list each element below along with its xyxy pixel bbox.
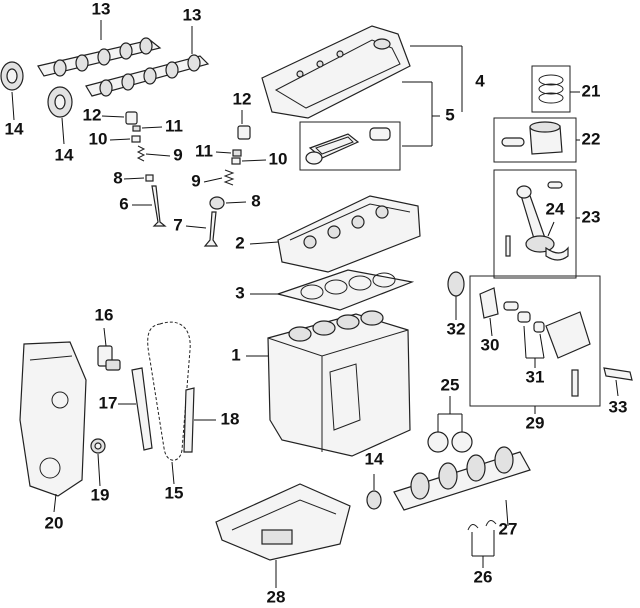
- callout-8-left: 8: [113, 168, 122, 187]
- callout-4: 4: [475, 71, 485, 90]
- crank-sprocket: [366, 490, 382, 510]
- callout-29: 29: [526, 413, 545, 432]
- valvetrain-left: [125, 111, 167, 227]
- oil-pump-group: [469, 275, 601, 407]
- connecting-rod-assembly: [493, 169, 577, 279]
- callout-3: 3: [235, 283, 244, 302]
- callout-26: 26: [474, 567, 493, 586]
- callout-15: 15: [165, 483, 184, 502]
- valve-cover: [261, 25, 411, 119]
- timing-cover: [19, 341, 87, 497]
- callout-12-right: 12: [233, 89, 252, 108]
- callout-11-left: 11: [165, 116, 183, 135]
- callout-33: 33: [609, 397, 628, 416]
- callout-31: 31: [526, 367, 545, 386]
- main-bearings: [427, 431, 473, 453]
- callout-6: 6: [119, 194, 128, 213]
- callout-23: 23: [582, 207, 601, 226]
- callout-7: 7: [173, 215, 182, 234]
- cylinder-head: [277, 195, 421, 273]
- callout-17: 17: [99, 393, 118, 412]
- camshaft-intake: [37, 37, 162, 77]
- callout-16: 16: [95, 305, 114, 324]
- front-seal: [90, 438, 106, 454]
- thrust-bearings: [467, 520, 497, 531]
- callout-21: 21: [582, 81, 601, 100]
- callout-10-left: 10: [89, 129, 108, 148]
- callout-18: 18: [221, 409, 240, 428]
- valve-cover-gaskets: [299, 121, 401, 171]
- leader-lines: [11, 20, 619, 588]
- callout-13-exhaust: 13: [183, 5, 202, 24]
- engine-block: [267, 310, 411, 457]
- callout-14-right: 14: [55, 145, 74, 164]
- chain-guide-left: [131, 367, 153, 451]
- callout-25: 25: [441, 375, 460, 394]
- piston-assembly: [493, 117, 577, 163]
- callout-9-left: 9: [173, 145, 182, 164]
- oil-pan: [215, 483, 351, 561]
- crankshaft: [393, 446, 531, 511]
- callout-32: 32: [447, 319, 466, 338]
- callout-9-right: 9: [191, 171, 200, 190]
- timing-chain: [147, 321, 191, 461]
- callout-24: 24: [546, 199, 565, 218]
- oil-dipstick-tube: [603, 367, 633, 381]
- callout-22: 22: [582, 129, 601, 148]
- callout-8-right: 8: [251, 191, 260, 210]
- callout-14-left: 14: [5, 119, 24, 138]
- cam-sprocket-left: [0, 61, 24, 91]
- piston-rings: [531, 65, 571, 113]
- callout-14-crank: 14: [365, 449, 384, 468]
- callout-19: 19: [91, 485, 110, 504]
- callout-30: 30: [481, 335, 500, 354]
- callout-28: 28: [267, 587, 286, 606]
- callout-1: 1: [231, 345, 240, 364]
- callout-10-right: 10: [269, 149, 288, 168]
- valvetrain-right: [203, 125, 251, 247]
- callout-13-intake: 13: [92, 0, 111, 18]
- callout-labels: 13 13 14 14 14 12 12 11 11 10 10 9 9 8 8…: [5, 0, 628, 606]
- callout-11-right: 11: [195, 141, 213, 160]
- head-gasket: [275, 269, 415, 311]
- chain-tensioner: [97, 345, 121, 371]
- callout-5: 5: [445, 105, 454, 124]
- callout-12-left: 12: [83, 105, 102, 124]
- camshaft-exhaust: [85, 54, 210, 97]
- oil-pump-sprocket: [447, 271, 465, 297]
- chain-guide-right: [183, 387, 195, 453]
- callout-27: 27: [499, 519, 518, 538]
- cam-sprocket-right: [47, 86, 73, 118]
- callout-20: 20: [45, 513, 64, 532]
- callout-2: 2: [235, 233, 244, 252]
